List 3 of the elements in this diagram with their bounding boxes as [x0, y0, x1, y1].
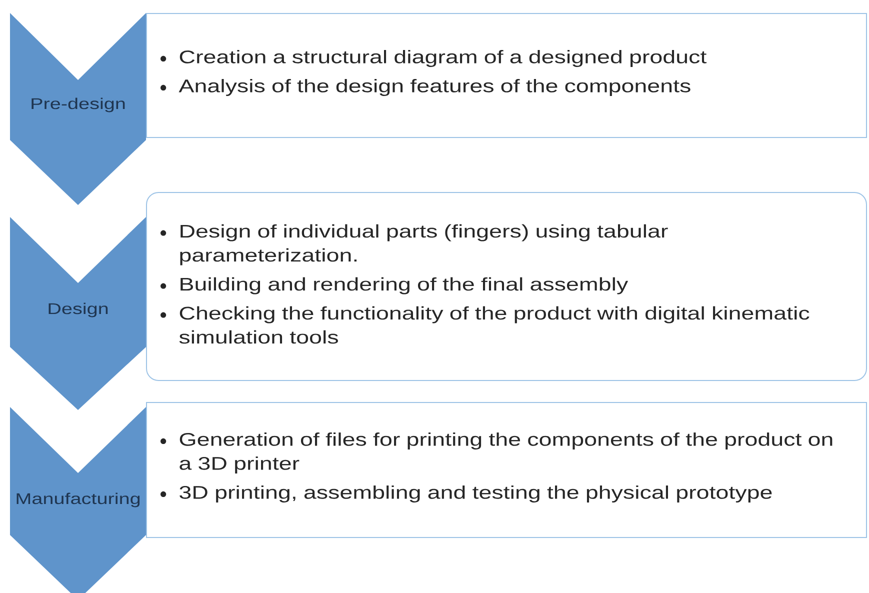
text-box: Design of individual parts (fingers) using tabular parameterization. Building and rendering of the final assembly Checking the functionality of the product with digital kinematic simulation tools — [146, 192, 867, 381]
text-box: Creation a structural diagram of a designed product Analysis of the design features of the components — [146, 13, 867, 138]
text-box: Generation of files for printing the components of the product on a 3D printer 3D printing, assembling and testing the physical prototype — [146, 402, 867, 538]
